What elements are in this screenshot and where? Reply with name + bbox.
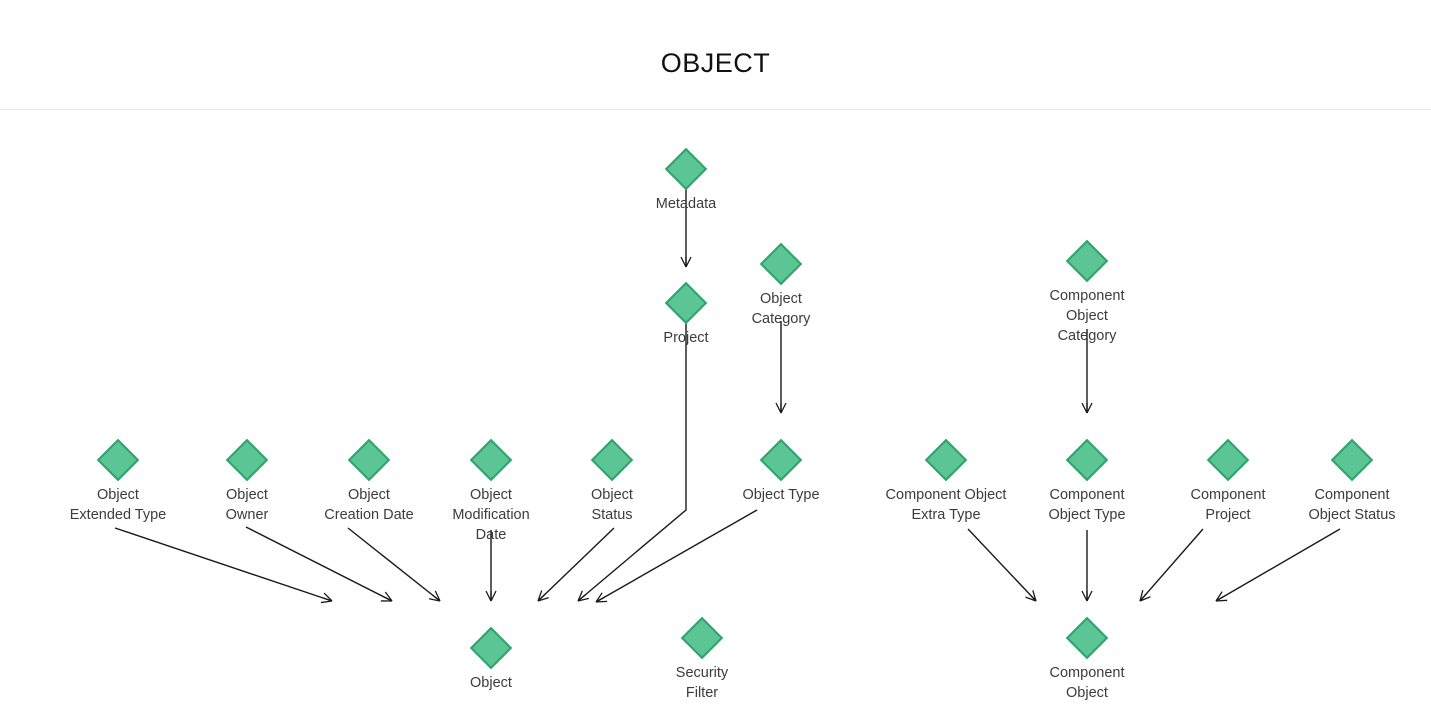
edge-component_project-to-component_object [1139, 528, 1204, 602]
node-metadata[interactable]: Metadata [586, 147, 786, 214]
edge-object_extended_type-to-object [114, 527, 333, 604]
node-label: Object Extended Type [69, 487, 167, 523]
edges [114, 186, 1341, 604]
node-label: Object Creation Date [324, 487, 414, 523]
node-label: Component Object Status [1308, 487, 1396, 523]
node-label: Component Object [1049, 665, 1125, 701]
node-label: Metadata [655, 196, 717, 212]
diamond-icon [759, 438, 803, 482]
node-component_object_extra_type[interactable]: Component Object Extra Type [846, 438, 1046, 525]
edge-object_creation_date-to-object [347, 527, 441, 602]
node-object_status[interactable]: Object Status [512, 438, 712, 525]
node-object_extended_type[interactable]: Object Extended Type [18, 438, 218, 525]
diamond-icon [96, 438, 140, 482]
page-title: OBJECT [660, 48, 771, 78]
edge-layer [114, 186, 1341, 604]
node-label: Component Object Category [1049, 288, 1125, 344]
node-label: Object Status [591, 487, 633, 523]
diamond-icon [1065, 438, 1109, 482]
diamond-icon [347, 438, 391, 482]
diamond-icon [680, 616, 724, 660]
edge-project-to-object [577, 322, 687, 602]
diamond-icon [664, 147, 708, 191]
node-component_object_status[interactable]: Component Object Status [1252, 438, 1431, 525]
node-label: Project [663, 330, 709, 346]
node-label: Component Object Extra Type [885, 487, 1007, 523]
diamond-icon [225, 438, 269, 482]
edge-object_owner-to-object [245, 526, 393, 602]
diamond-icon [1065, 616, 1109, 660]
diamond-icon [1330, 438, 1374, 482]
node-object_creation_date[interactable]: Object Creation Date [269, 438, 469, 525]
node-object_category[interactable]: Object Category [681, 242, 881, 329]
edge-object_status-to-object [537, 527, 615, 602]
diamond-icon [590, 438, 634, 482]
node-object_owner[interactable]: Object Owner [147, 438, 347, 525]
page-header: OBJECT [0, 0, 1431, 110]
node-component_object[interactable]: Component Object [987, 616, 1187, 703]
node-label: Component Object Type [1048, 487, 1126, 523]
node-component_project[interactable]: Component Project [1128, 438, 1328, 525]
diamond-icon [469, 626, 513, 670]
node-component_object_type[interactable]: Component Object Type [987, 438, 1187, 525]
diamond-icon [1206, 438, 1250, 482]
node-security_filter[interactable]: Security Filter [602, 616, 802, 703]
node-object_type[interactable]: Object Type [681, 438, 881, 505]
node-label: Component Project [1190, 487, 1266, 523]
diamond-icon [1065, 239, 1109, 283]
edge-object_type-to-object [595, 509, 758, 603]
node-label: Object Type [742, 487, 820, 503]
edge-component_object_extra_type-to-component_object [967, 528, 1037, 602]
node-label: Object Owner [225, 487, 269, 523]
node-object[interactable]: Object [391, 626, 591, 693]
node-component_object_category[interactable]: Component Object Category [987, 239, 1187, 346]
node-label: Object Modification Date [452, 487, 530, 543]
diamond-icon [759, 242, 803, 286]
diamond-icon [469, 438, 513, 482]
node-label: Object [470, 675, 512, 691]
node-object_modification_date[interactable]: Object Modification Date [391, 438, 591, 545]
node-project[interactable]: Project [586, 281, 786, 348]
diamond-icon [924, 438, 968, 482]
node-label: Security Filter [675, 665, 729, 701]
node-label: Object Category [751, 291, 811, 327]
edge-component_object_status-to-component_object [1215, 528, 1341, 602]
